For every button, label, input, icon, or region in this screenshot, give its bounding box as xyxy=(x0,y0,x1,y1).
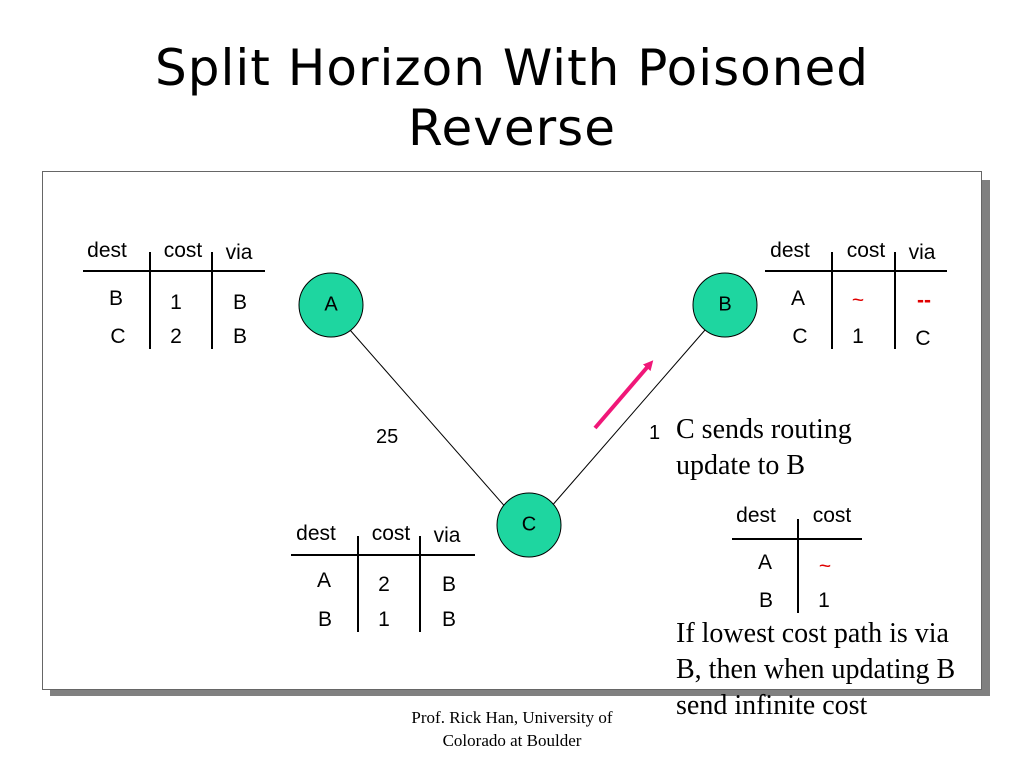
node-c-label: C xyxy=(521,513,537,536)
table-b-row-2-dest: C xyxy=(792,325,808,348)
edge-b-c xyxy=(549,329,706,509)
table-c-row-2-via: B xyxy=(441,608,457,631)
slide-title: Split Horizon With Poisoned Reverse xyxy=(0,38,1024,158)
table-a-row-2-dest: C xyxy=(110,325,126,348)
table-a-row-1-via: B xyxy=(232,291,248,314)
table-b-divider-2 xyxy=(894,252,896,349)
table-c-header-cost: cost xyxy=(371,522,411,545)
update-note-line-1: C sends routing xyxy=(676,414,852,445)
edge-a-c-cost: 25 xyxy=(376,426,399,448)
node-b-circle xyxy=(692,272,758,338)
footer-line-2: Colorado at Boulder xyxy=(442,731,582,750)
table-b-header-via: via xyxy=(908,241,936,264)
table-b-header-dest: dest xyxy=(770,239,810,262)
table-c-divider-2 xyxy=(419,536,421,632)
table-c-header-dest: dest xyxy=(296,522,336,545)
update-arrow xyxy=(593,360,654,430)
table-b-row-1-dest: A xyxy=(790,287,806,310)
table-b-header-rule xyxy=(765,270,947,272)
table-a-row-1-cost: 1 xyxy=(170,291,182,314)
table-a-header-via: via xyxy=(225,241,253,264)
edge-b-c-cost: 1 xyxy=(649,422,661,444)
update-table-header-dest: dest xyxy=(736,504,776,527)
update-table-row-2-dest: B xyxy=(758,589,774,612)
table-a-row-2-cost: 2 xyxy=(170,325,182,348)
table-c-header-rule xyxy=(291,554,475,556)
rule-note-line-3: send infinite cost xyxy=(676,690,868,721)
table-a-row-1-dest: B xyxy=(108,287,124,310)
update-table-row-1-cost: ~ xyxy=(818,555,832,578)
rule-note: If lowest cost path is via B, then when … xyxy=(676,616,955,724)
table-b-row-1-cost: ~ xyxy=(851,289,865,312)
table-a-header-cost: cost xyxy=(163,239,203,262)
update-table-row-1-dest: A xyxy=(757,551,773,574)
table-b-row-2-via: C xyxy=(915,327,931,350)
node-a-circle xyxy=(298,272,364,338)
update-table-row-2-cost: 1 xyxy=(818,589,830,612)
table-c-row-1-via: B xyxy=(441,573,457,596)
table-a-divider-2 xyxy=(211,252,213,349)
rule-note-line-2: B, then when updating B xyxy=(676,654,956,685)
table-c-row-2-dest: B xyxy=(317,608,333,631)
update-table-header-cost: cost xyxy=(812,504,852,527)
node-b-label: B xyxy=(718,293,732,316)
update-note-line-2: update to B xyxy=(676,450,806,481)
table-b-header-cost: cost xyxy=(846,239,886,262)
table-c-header-via: via xyxy=(433,524,461,547)
footer-line-1: Prof. Rick Han, University of xyxy=(411,708,613,727)
table-c-row-1-dest: A xyxy=(316,569,332,592)
table-a-divider-1 xyxy=(149,252,151,349)
slide-title-line-2: Reverse xyxy=(408,99,616,157)
table-c-row-2-cost: 1 xyxy=(378,608,390,631)
slide-title-line-1: Split Horizon With Poisoned xyxy=(155,39,869,97)
table-c-row-1-cost: 2 xyxy=(378,573,390,596)
table-a-header-dest: dest xyxy=(87,239,127,262)
update-table-divider xyxy=(797,519,799,613)
table-c-divider-1 xyxy=(357,536,359,632)
node-a-label: A xyxy=(324,293,338,316)
slide-footer: Prof. Rick Han, University of Colorado a… xyxy=(384,706,640,752)
table-b-row-1-via: -- xyxy=(917,289,931,312)
edge-a-c xyxy=(349,329,509,511)
table-a-header-rule xyxy=(83,270,265,272)
node-c-circle xyxy=(496,492,562,558)
table-a-row-2-via: B xyxy=(232,325,248,348)
rule-note-line-1: If lowest cost path is via xyxy=(676,618,949,649)
table-b-divider-1 xyxy=(831,252,833,349)
update-note: C sends routing update to B xyxy=(676,412,852,484)
diagram-panel xyxy=(42,171,982,690)
table-b-row-2-cost: 1 xyxy=(852,325,864,348)
